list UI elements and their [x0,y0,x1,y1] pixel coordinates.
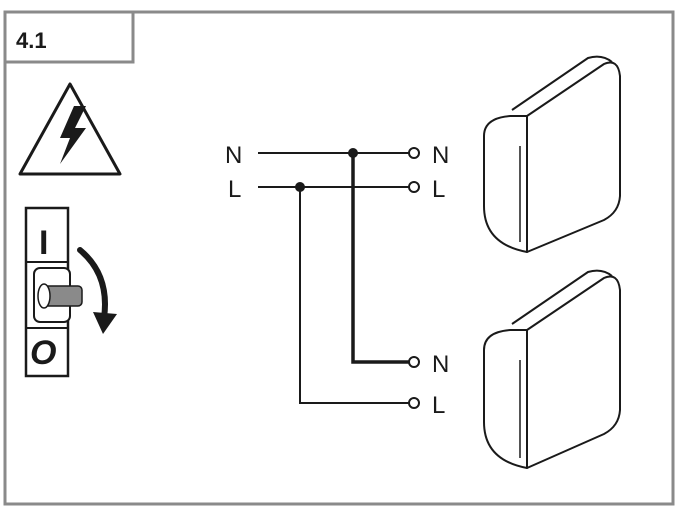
live-junction [295,182,305,192]
terminal-1-live [408,181,420,193]
high-voltage-warning-icon [18,82,122,176]
step-label: 4.1 [16,28,47,53]
supply-neutral-label: N [225,142,242,169]
circuit-breaker-icon [24,206,83,378]
heater-1-live-label: L [432,176,445,203]
heater-unit-1 [483,55,621,253]
supply-live-label: L [228,176,241,203]
heater-1-neutral-label: N [432,142,449,169]
switch-on-label: I [39,224,48,262]
terminal-2-neutral [408,356,420,368]
terminal-1-neutral [408,147,420,159]
step-label-box [3,10,135,64]
neutral-junction [348,148,358,158]
live-wire [258,186,409,404]
terminal-2-live [408,397,420,409]
rotate-off-arrow-icon [77,247,117,334]
switch-off-label: O [30,334,56,372]
heater-2-neutral-label: N [432,351,449,378]
outer-frame [3,10,675,506]
heater-unit-2 [483,269,621,469]
neutral-wire [258,152,409,364]
heater-2-live-label: L [432,392,445,419]
